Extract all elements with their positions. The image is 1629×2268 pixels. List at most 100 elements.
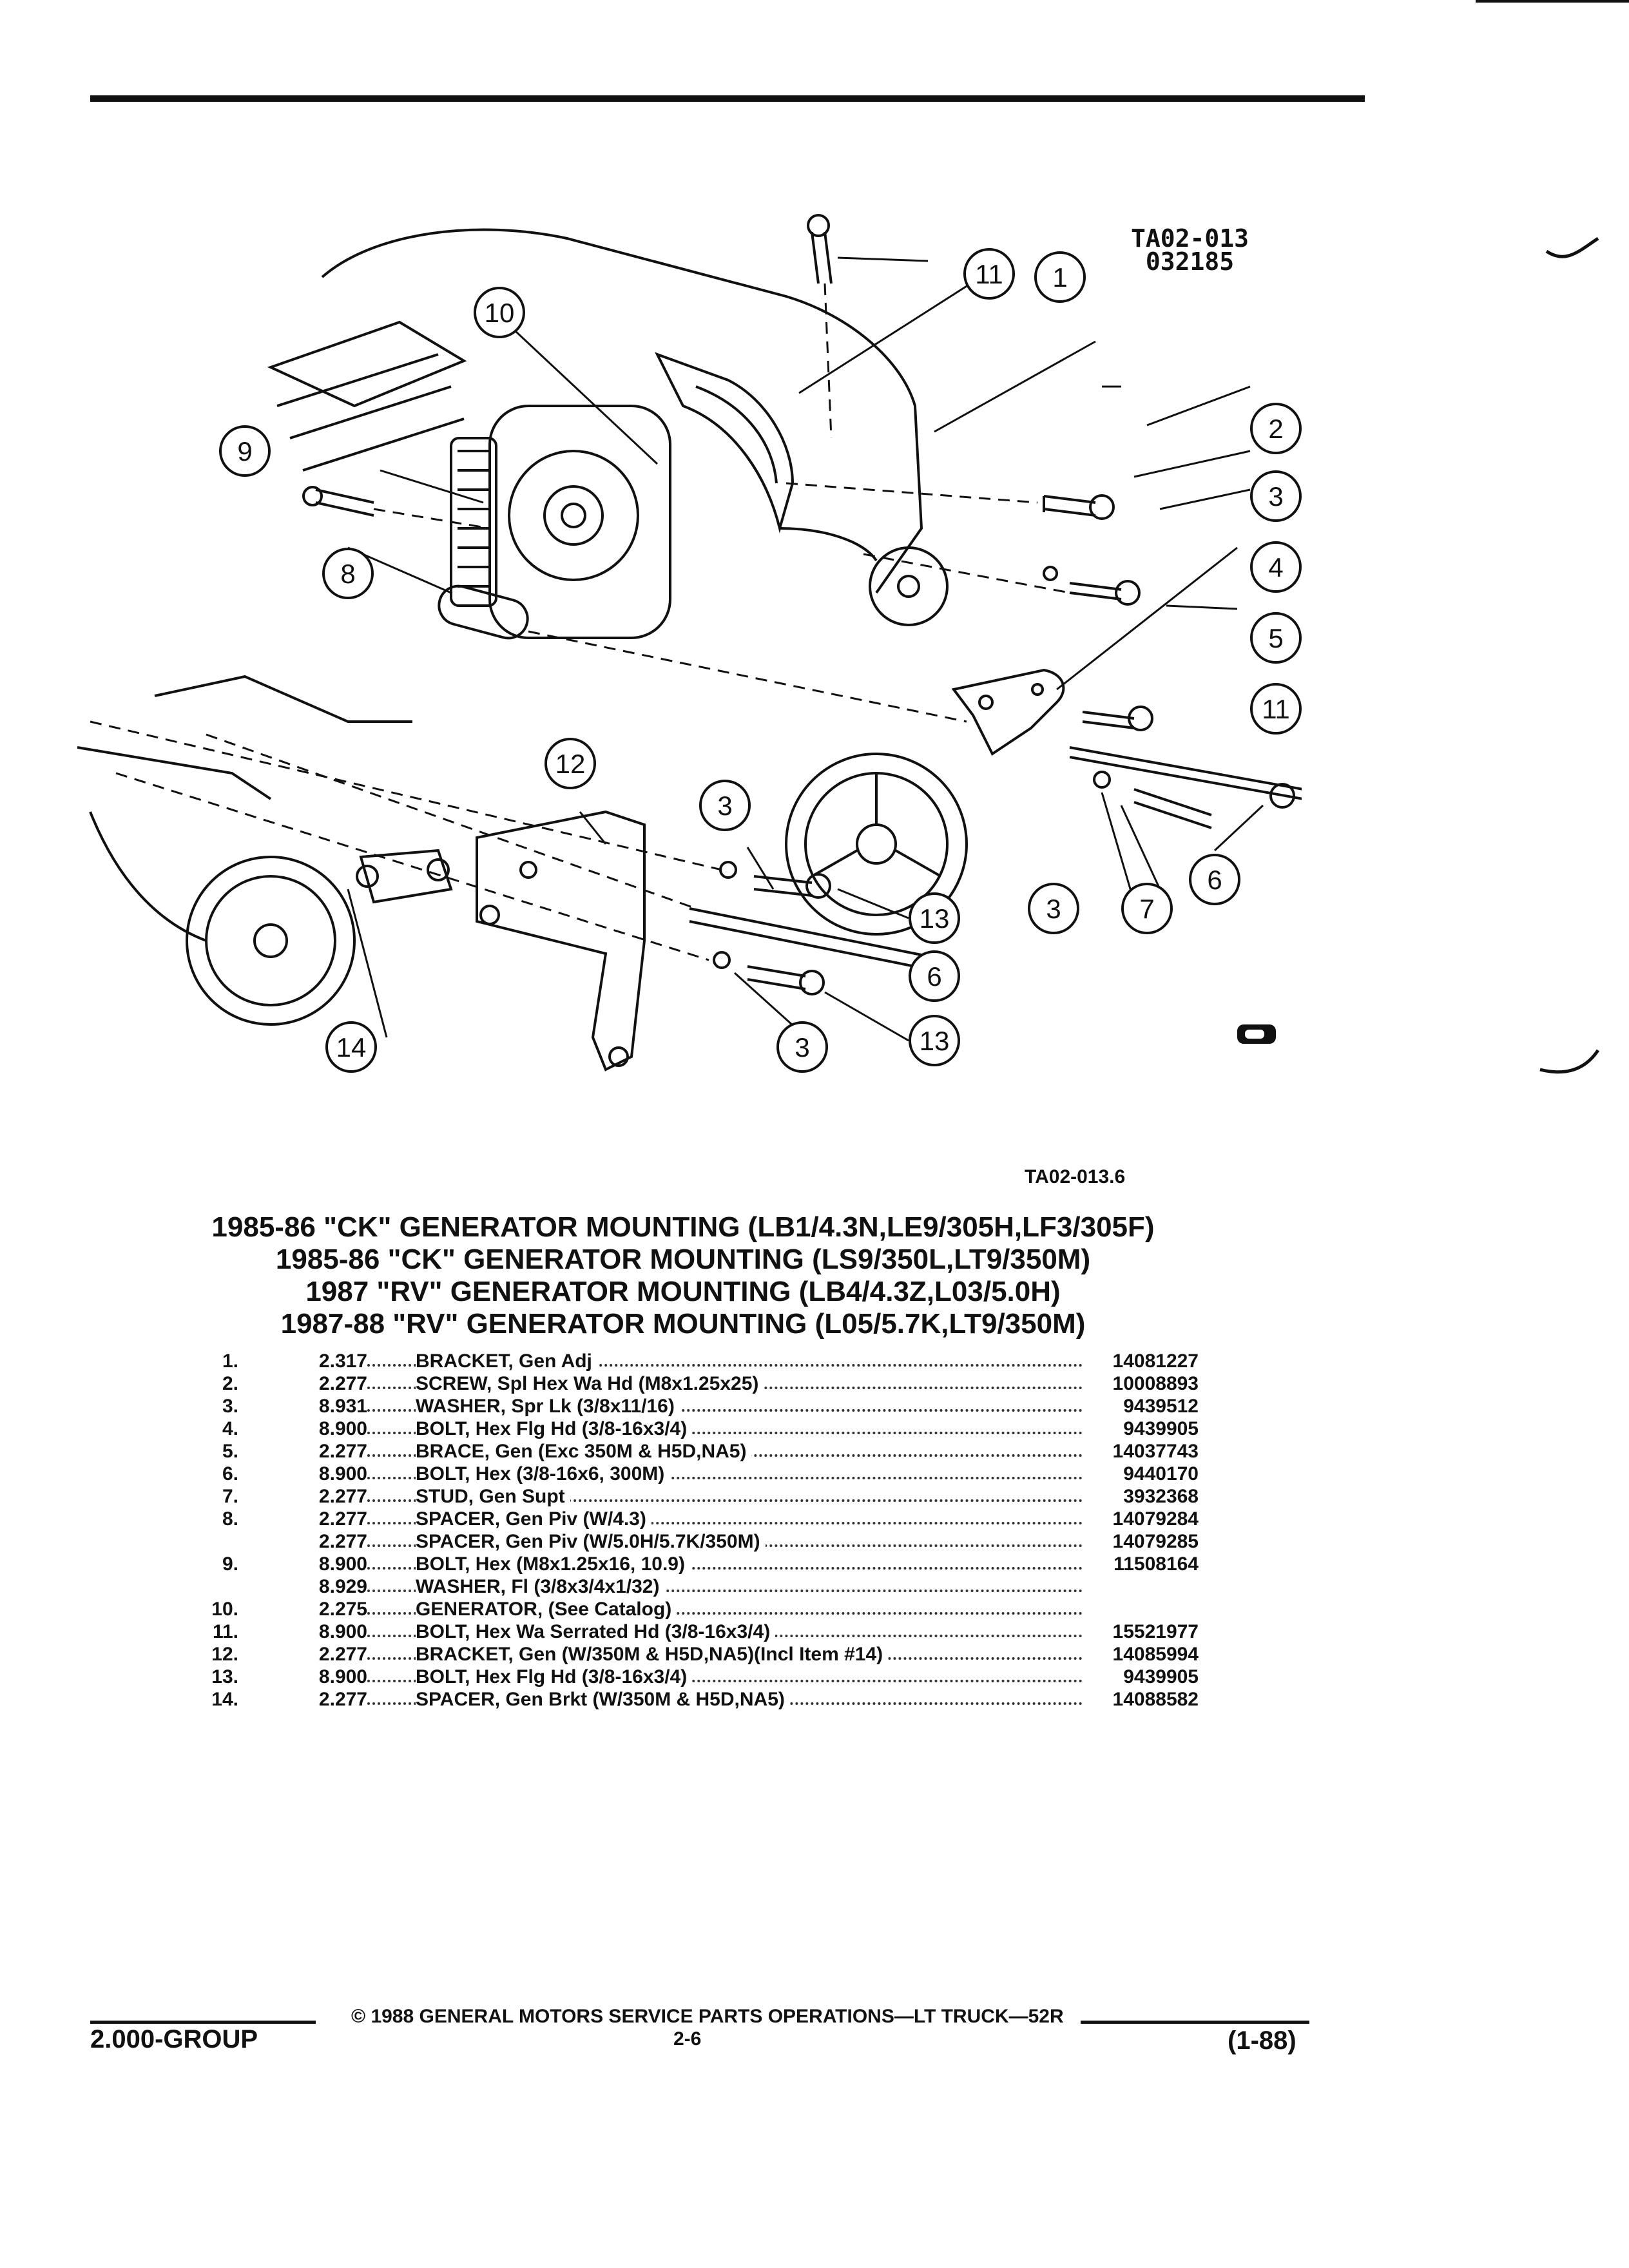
svg-text:6: 6 [1207,865,1222,895]
group-number: 8.900 [318,1553,367,1575]
part-description: BRACKET, Gen (W/350M & H5D,NA5)(Incl Ite… [416,1644,889,1665]
part-description: SPACER, Gen Piv (W/5.0H/5.7K/350M) [416,1531,766,1552]
footer-rule-left [90,2021,316,2024]
dot-leader [367,1477,1083,1479]
dot-leader [367,1499,1083,1502]
part-description-cell: BOLT, Hex (3/8-16x6, 300M) [367,1463,1083,1485]
corner-rule [1476,0,1629,3]
part-description-cell: WASHER, Fl (3/8x3/4x1/32) [367,1575,1083,1598]
dot-leader [367,1590,1083,1592]
svg-text:9: 9 [237,436,252,466]
part-description-cell: BRACKET, Gen (W/350M & H5D,NA5)(Incl Ite… [367,1643,1083,1666]
item-number: 2. [222,1373,238,1394]
part-description: BRACE, Gen (Exc 350M & H5D,NA5) [416,1441,752,1462]
group-number: 8.900 [318,1621,367,1642]
group-number: 2.317 [318,1350,367,1372]
diagram-reference: TA02-013 032185 [1131,224,1249,274]
item-number: 4. [222,1418,238,1439]
part-description-cell: WASHER, Spr Lk (3/8x11/16) [367,1395,1083,1418]
parts-row: 8.929 WASHER, Fl (3/8x3/4x1/32) [180,1575,1199,1598]
part-number: 15521977 [1112,1621,1199,1642]
part-number: 14088582 [1112,1689,1199,1710]
part-description: BOLT, Hex (3/8-16x6, 300M) [416,1463,670,1485]
item-number: 5. [222,1441,238,1462]
group-number: 8.931 [318,1396,367,1417]
item-number: 13. [211,1666,238,1687]
group-label: 2.000-GROUP [90,2025,258,2053]
callout-8: 8 [322,548,374,599]
part-description: SPACER, Gen Piv (W/4.3) [416,1508,651,1530]
part-description: SCREW, Spl Hex Wa Hd (M8x1.25x25) [416,1373,764,1394]
item-number: 10. [211,1599,238,1620]
callout-3-b: 3 [1028,883,1079,934]
part-description-cell: BOLT, Hex Flg Hd (3/8-16x3/4) [367,1418,1083,1440]
item-number: 3. [222,1396,238,1417]
group-number: 8.900 [318,1666,367,1687]
part-number: 9439905 [1123,1666,1199,1687]
part-number [1083,1598,1199,1620]
part-number: 11508164 [1113,1553,1199,1575]
part-description-cell: BRACE, Gen (Exc 350M & H5D,NA5) [367,1440,1083,1463]
part-description-cell: BOLT, Hex (M8x1.25x16, 10.9) [367,1553,1083,1575]
svg-text:2: 2 [1268,414,1283,444]
group-number: 2.277 [318,1644,367,1665]
part-description-cell: SPACER, Gen Brkt (W/350M & H5D,NA5) [367,1688,1083,1711]
item-number: 12. [211,1644,238,1665]
callout-11-top: 11 [963,248,1015,300]
part-number: 9439905 [1123,1418,1199,1439]
callout-4: 4 [1250,541,1302,593]
item-number: 11. [212,1621,238,1642]
part-description: WASHER, Fl (3/8x3/4x1/32) [416,1576,665,1597]
callout-5: 5 [1250,612,1302,664]
item-number: 7. [222,1486,238,1507]
callout-13-a: 13 [909,892,960,944]
item-number [180,1530,238,1553]
part-description-cell: SPACER, Gen Piv (W/4.3) [367,1508,1083,1530]
svg-text:7: 7 [1139,894,1154,924]
section-title: 1987 "RV" GENERATOR MOUNTING (LB4/4.3Z,L… [305,1276,1061,1307]
callout-6-lower: 6 [909,950,960,1002]
part-description-cell: SPACER, Gen Piv (W/5.0H/5.7K/350M) [367,1530,1083,1553]
callout-3-d: 3 [776,1021,828,1073]
svg-text:4: 4 [1268,552,1283,582]
gm-logo-icon [1237,1024,1276,1044]
exploded-view-diagram: 10 11 1 2 3 4 5 11 6 7 3 9 8 12 3 13 6 1… [77,214,1302,1073]
margin-marks [1539,236,1600,1074]
callout-10: 10 [474,287,525,338]
dot-leader [367,1432,1083,1434]
group-number: 2.277 [318,1441,367,1462]
svg-text:3: 3 [717,791,732,821]
part-description: GENERATOR, (See Catalog) [416,1599,677,1620]
svg-text:3: 3 [1268,481,1283,512]
part-description: STUD, Gen Supt [416,1486,570,1507]
copyright-line: © 1988 GENERAL MOTORS SERVICE PARTS OPER… [351,2006,1064,2027]
part-description: BOLT, Hex Flg Hd (3/8-16x3/4) [416,1418,693,1439]
part-description-cell: SCREW, Spl Hex Wa Hd (M8x1.25x25) [367,1372,1083,1395]
callout-9: 9 [219,425,271,477]
item-number [180,1575,238,1598]
group-number: 2.277 [318,1486,367,1507]
part-number: 14085994 [1112,1644,1199,1665]
group-number: 2.277 [318,1508,367,1530]
group-number: 8.929 [318,1576,367,1597]
part-number [1083,1575,1199,1598]
callout-1: 1 [1034,251,1086,303]
dot-leader [367,1409,1083,1412]
part-description-cell: STUD, Gen Supt [367,1485,1083,1508]
svg-text:1: 1 [1052,262,1067,293]
group-number: 8.900 [318,1463,367,1485]
part-description: BRACKET, Gen Adj [416,1350,597,1372]
diagram-ref-code: TA02-013 [1131,224,1249,253]
group-number: 2.277 [318,1531,367,1552]
